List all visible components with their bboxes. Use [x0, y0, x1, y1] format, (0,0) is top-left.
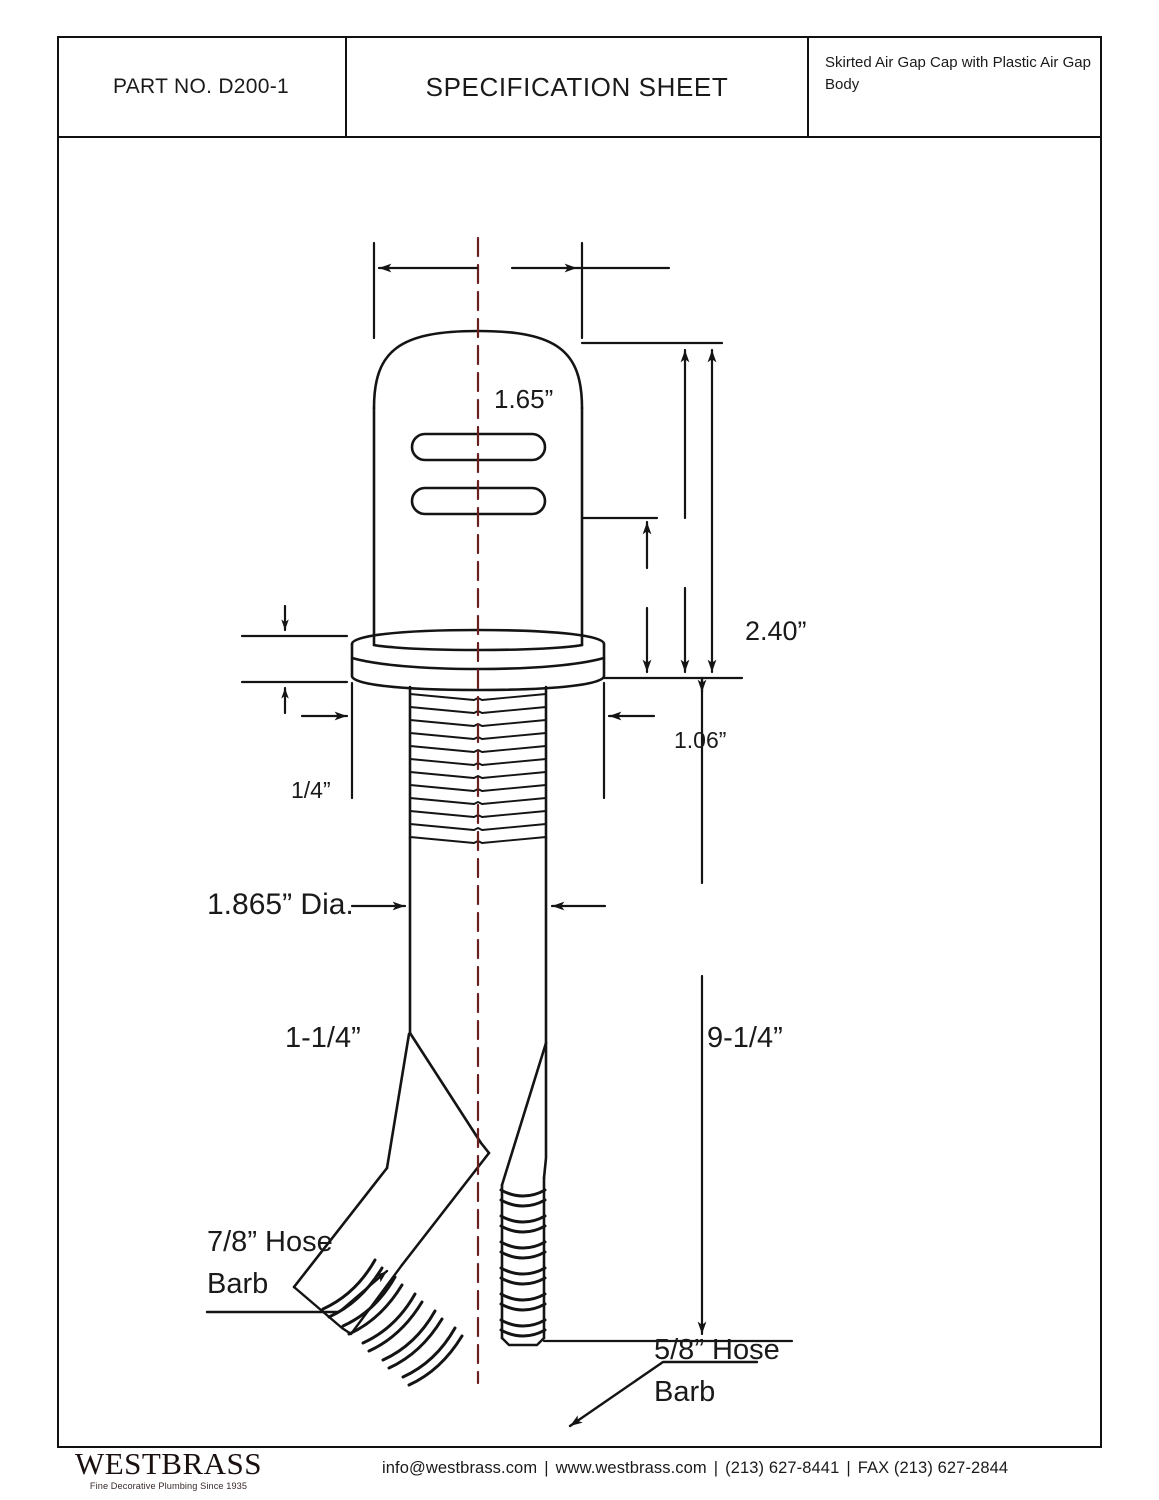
dim-label-flange-dia: 1.865” Dia. — [207, 888, 354, 921]
dim-label-cap-width: 1.65” — [494, 384, 554, 414]
dim-label-barb-small: 5/8” Hose — [654, 1334, 780, 1366]
logo-tagline: Fine Decorative Plumbing Since 1935 — [89, 1481, 248, 1491]
logo-wordmark: WESTBRASS — [74, 1446, 263, 1481]
part-number-cell: PART NO. D200-1 — [57, 36, 347, 138]
footer-separator-3: | — [846, 1459, 851, 1477]
dim-label-barb-large: 7/8” Hose — [207, 1226, 333, 1258]
footer-email[interactable]: info@westbrass.com — [382, 1459, 538, 1477]
dim-label-cap-height: 2.40” — [745, 616, 807, 646]
part-number-text: PART NO. D200-1 — [112, 75, 290, 98]
dim-label-barb-large-line2: Barb — [207, 1268, 269, 1300]
page-border — [57, 36, 1102, 1448]
sheet-title-cell: SPECIFICATION SHEET — [347, 36, 809, 138]
description-cell: Skirted Air Gap Cap with Plastic Air Gap… — [809, 36, 1102, 138]
footer-phone: (213) 627-8441 — [725, 1459, 840, 1477]
footer-contact-line: info@westbrass.com | www.westbrass.com | (21… — [382, 1459, 1008, 1478]
sheet-title-text: SPECIFICATION SHEET — [425, 71, 729, 102]
footer-separator-2: | — [713, 1459, 719, 1477]
dim-label-flange-thickness: 1/4” — [291, 777, 331, 803]
westbrass-logo: WESTBRASS Fine Decorative Plumbing Since… — [61, 1448, 276, 1491]
page-footer: WESTBRASS Fine Decorative Plumbing Since… — [57, 1448, 1102, 1498]
footer-separator-1: | — [544, 1459, 549, 1477]
title-block: PART NO. D200-1 SPECIFICATION SHEET Skir… — [57, 36, 1102, 138]
technical-drawing: 1.65” 2.40” 1.06” 1/4” 1.865” Dia. 1-1/4… — [57, 138, 1102, 1448]
dim-label-body-length: 9-1/4” — [707, 1022, 783, 1054]
footer-website[interactable]: www.westbrass.com — [555, 1459, 707, 1477]
footer-fax: FAX (213) 627-2844 — [857, 1459, 1009, 1477]
dim-label-barb-small-line2: Barb — [654, 1376, 716, 1408]
description-text: Skirted Air Gap Cap with Plastic Air Gap… — [825, 54, 1091, 93]
dim-label-cap-body-height: 1.06” — [674, 727, 727, 753]
dim-label-body-dia: 1-1/4” — [285, 1022, 361, 1054]
